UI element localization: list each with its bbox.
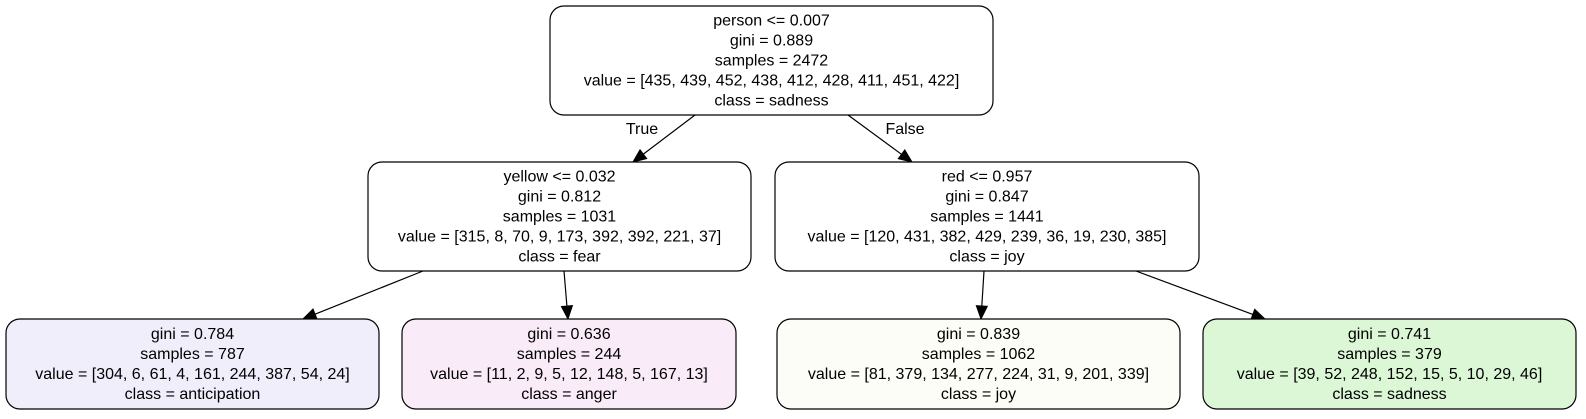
node-box bbox=[774, 161, 1200, 272]
node-samples: samples = 1062 bbox=[922, 346, 1036, 363]
node-class: class = sadness bbox=[714, 93, 828, 110]
node-class: class = fear bbox=[518, 249, 601, 266]
node-value: value = [120, 431, 382, 429, 239, 36, 19… bbox=[808, 229, 1167, 246]
node-box bbox=[549, 5, 994, 116]
tree-node-root: person <= 0.007 gini = 0.889 samples = 247… bbox=[549, 5, 994, 116]
edge-line bbox=[847, 114, 902, 155]
node-value: value = [11, 2, 9, 5, 12, 148, 5, 167, 1… bbox=[430, 366, 708, 383]
node-split-condition: person <= 0.007 bbox=[713, 13, 830, 30]
node-gini: gini = 0.847 bbox=[945, 189, 1028, 206]
node-class: class = sadness bbox=[1332, 386, 1446, 403]
node-samples: samples = 1031 bbox=[503, 209, 617, 226]
tree-node-leaf-3: gini = 0.839 samples = 1062 value = [81, 3… bbox=[776, 318, 1181, 410]
node-value: value = [315, 8, 70, 9, 173, 392, 392, 2… bbox=[398, 229, 721, 246]
edge-right-to-leaf-3 bbox=[975, 270, 989, 321]
node-value: value = [304, 6, 61, 4, 161, 244, 387, 5… bbox=[35, 366, 349, 383]
node-split-condition: yellow <= 0.032 bbox=[503, 169, 615, 186]
node-samples: samples = 2472 bbox=[715, 53, 829, 70]
arrow-head-icon bbox=[560, 305, 574, 321]
edge-line bbox=[642, 114, 696, 155]
nodes-layer: person <= 0.007 gini = 0.889 samples = 247… bbox=[5, 5, 1577, 410]
node-class: class = anger bbox=[521, 386, 617, 403]
tree-node-left: yellow <= 0.032 gini = 0.812 samples = 103… bbox=[367, 161, 752, 272]
node-samples: samples = 379 bbox=[1337, 346, 1442, 363]
node-class: class = joy bbox=[941, 386, 1016, 403]
edge-line bbox=[1135, 270, 1254, 316]
node-samples: samples = 244 bbox=[517, 346, 622, 363]
edge-label: False bbox=[885, 121, 924, 138]
edge-label: True bbox=[626, 121, 658, 138]
edge-left-to-leaf-1 bbox=[301, 270, 424, 320]
node-gini: gini = 0.889 bbox=[730, 33, 813, 50]
edge-left-to-leaf-2 bbox=[560, 270, 574, 321]
tree-node-leaf-4: gini = 0.741 samples = 379 value = [39, 52… bbox=[1202, 318, 1577, 410]
node-gini: gini = 0.812 bbox=[518, 189, 601, 206]
tree-node-leaf-1: gini = 0.784 samples = 787 value = [304, 6… bbox=[5, 318, 380, 410]
node-class: class = anticipation bbox=[125, 386, 261, 403]
node-samples: samples = 1441 bbox=[930, 209, 1044, 226]
node-gini: gini = 0.741 bbox=[1348, 326, 1431, 343]
node-class: class = joy bbox=[949, 249, 1024, 266]
tree-node-leaf-2: gini = 0.636 samples = 244 value = [11, 2,… bbox=[401, 318, 737, 410]
node-value: value = [39, 52, 248, 152, 15, 5, 10, 29… bbox=[1237, 366, 1543, 383]
node-box bbox=[5, 318, 380, 410]
edge-line bbox=[563, 270, 568, 307]
tree-node-right: red <= 0.957 gini = 0.847 samples = 1441 va… bbox=[774, 161, 1200, 272]
node-samples: samples = 787 bbox=[140, 346, 245, 363]
edge-root-to-right: False bbox=[847, 114, 925, 163]
node-split-condition: red <= 0.957 bbox=[942, 169, 1033, 186]
arrow-head-icon bbox=[975, 305, 989, 321]
arrow-head-icon bbox=[1250, 308, 1267, 321]
arrow-head-icon bbox=[631, 148, 648, 163]
edge-line bbox=[981, 270, 985, 307]
node-box bbox=[401, 318, 737, 410]
edge-right-to-leaf-4 bbox=[1135, 270, 1267, 321]
node-box bbox=[367, 161, 752, 272]
arrow-head-icon bbox=[301, 308, 318, 320]
node-value: value = [81, 379, 134, 277, 224, 31, 9, … bbox=[808, 366, 1149, 383]
node-box bbox=[776, 318, 1181, 410]
arrow-head-icon bbox=[897, 148, 914, 163]
node-gini: gini = 0.636 bbox=[527, 326, 610, 343]
node-gini: gini = 0.839 bbox=[937, 326, 1020, 343]
edge-root-to-left: True bbox=[626, 114, 696, 163]
node-box bbox=[1202, 318, 1577, 410]
node-gini: gini = 0.784 bbox=[151, 326, 234, 343]
edge-line bbox=[314, 270, 424, 315]
node-value: value = [435, 439, 452, 438, 412, 428, 4… bbox=[584, 73, 960, 90]
